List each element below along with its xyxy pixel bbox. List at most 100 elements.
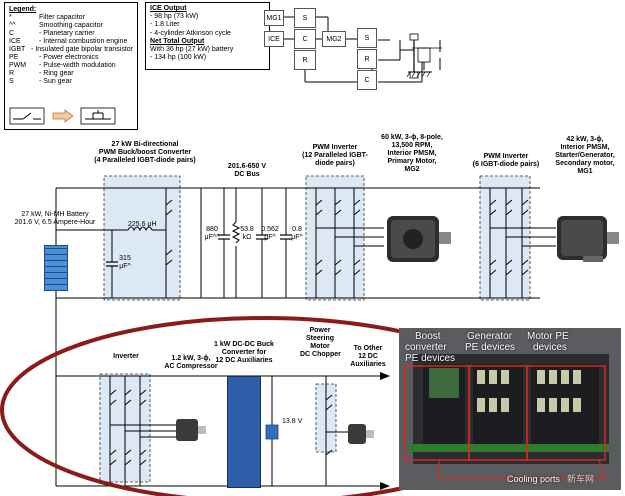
cap0562-line-0: 0.562 (261, 226, 279, 233)
cap0562-label: 0.562 μF^ (258, 226, 282, 242)
battery-label-line-1: 201.6 V, 6.5 Ampere-Hour (14, 219, 96, 226)
dcdc-converter-block (227, 376, 261, 488)
power-steering-label: Power Steering Motor DC Chopper (300, 327, 341, 359)
legend-key: IGBT (9, 46, 26, 53)
mg2-label: 60 kW, 3-ϕ, 8-pole, 13,500 RPM, Interior… (366, 134, 458, 174)
legend-key: PWM (9, 62, 27, 69)
gear-left-r: R (294, 50, 316, 70)
dc-bus-line-0: 201.6-650 V (227, 163, 267, 170)
mg1-line-3: Secondary motor, (555, 160, 615, 167)
legend-desc: - Pulse-width modulation (39, 62, 116, 69)
legend-item: *Filter capacitor (9, 14, 133, 22)
resistor-line-1: kΩ (242, 234, 252, 241)
mg2-gear-box: MG2 (322, 31, 346, 47)
resistor-label: 53.8 kΩ (236, 226, 258, 242)
cap315-label: 315 μF^ (116, 255, 134, 271)
mg2-line-3: Primary Motor, (387, 158, 437, 165)
mg1-line-2: Starter/Generator, (555, 152, 615, 159)
photo-label-devices: devices (533, 342, 567, 353)
mg2-gear-label: MG2 (326, 35, 342, 43)
legend-key: ^^ (9, 22, 16, 29)
inverter-label: Inverter (113, 353, 139, 360)
legend-key: ICE (9, 38, 21, 45)
legend-title: Legend: (9, 6, 37, 13)
battery-pack (44, 245, 68, 291)
gear-left-s: S (294, 8, 316, 28)
other-auxiliaries-label: To Other 12 DC Auxiliaries (346, 345, 390, 369)
buck-boost-line-1: PWM Buck/boost Converter (98, 149, 192, 156)
photo-label-motor-pe: Motor PE (527, 331, 569, 342)
ice-gear-box: ICE (264, 31, 284, 47)
ac-compressor-label: 1.2 kW, 3-ϕ, AC Compressor (156, 355, 226, 371)
mg1-line-1: Interior PMSM, (560, 144, 610, 151)
net-line-1: - 134 hp (100 kW) (150, 54, 207, 62)
pwm-inv1-line-0: PWM Inverter (312, 144, 358, 151)
battery-label: 27 kW, Ni-MH Battery 201.6 V, 6.5 Ampere… (2, 211, 108, 227)
pwm-inv2-line-1: (6 IGBT-diode pairs) (472, 161, 540, 168)
mg1-gear-box: MG1 (264, 10, 284, 26)
pe-module-photo: Boost converter PE devices Generator PE … (399, 328, 621, 490)
pwm-inverter-2-label: PWM Inverter (6 IGBT-diode pairs) (470, 153, 542, 169)
ps-line-0: Power (309, 327, 331, 334)
pe-module-photo-drawing (399, 328, 621, 490)
gear-right-c: C (357, 70, 377, 90)
legend-desc: - Planetary carrier (39, 30, 95, 37)
ice-output-title: ICE Output (150, 5, 187, 12)
legend-item: S - Sun gear (9, 78, 133, 86)
mg1-line-0: 42 kW, 3-ϕ, (566, 136, 604, 143)
cap880-line-0: 880 (206, 226, 218, 233)
legend-item: C - Planetary carrier (9, 30, 133, 38)
gear-right-c-label: C (364, 76, 370, 84)
legend-desc: Smoothing capacitor (39, 22, 103, 29)
mg2-motor-image (387, 216, 451, 262)
legend-desc: - Insulated gate bipolar transistor (31, 46, 133, 53)
ac-comp-line-1: AC Compressor (164, 363, 218, 370)
legend-key: * (9, 14, 12, 21)
gear-right-s: S (357, 28, 377, 48)
watermark: 新车网 (567, 474, 595, 484)
photo-label-boost: Boost (415, 331, 441, 342)
ps-line-2: Motor (310, 343, 330, 350)
legend-key: S (9, 78, 14, 85)
mg2-line-1: 13,500 RPM, (391, 142, 433, 149)
buck-boost-line-0: 27 kW Bi-directional (111, 141, 179, 148)
gear-left-r-label: R (302, 56, 308, 64)
ac-compressor-motor (176, 419, 206, 441)
net-line-0: With 36 hp (27 kW) battery (150, 46, 234, 54)
ice-line-0: - 98 hp (73 kW) (150, 13, 199, 21)
legend-item: PE- Power electronics (9, 54, 133, 62)
legend-item: ICE- Internal combustion engine (9, 38, 133, 46)
mg1-label: 42 kW, 3-ϕ, Interior PMSM, Starter/Gener… (546, 136, 624, 176)
gear-left-c: C (294, 29, 316, 49)
dcdc-label: 1 kW DC-DC Buck Converter for 12 DC Auxi… (212, 341, 276, 365)
gear-right-r: R (357, 49, 377, 69)
legend-desc: - Power electronics (39, 54, 99, 61)
pwm-inv1-line-2: diode pairs) (315, 160, 355, 167)
pwm-inv1-line-1: (12 Paralleled IGBT- (302, 152, 368, 159)
mg2-line-2: Interior PMSM, (387, 150, 437, 157)
ice-output-box: ICE Output - 98 hp (73 kW) - 1.8 Liter -… (145, 2, 270, 70)
gear-right-s-label: S (364, 34, 370, 42)
net-output-title: Net Total Output (150, 37, 205, 45)
dcdc-line-0: 1 kW DC-DC Buck (214, 341, 274, 348)
mg1-gear-label: MG1 (266, 14, 282, 22)
pwm-inverter-1-label: PWM Inverter (12 Paralleled IGBT- diode … (298, 144, 372, 168)
dcdc-line-2: 12 DC Auxiliaries (215, 357, 273, 364)
dcdc-line-1: Converter for (221, 349, 267, 356)
legend-switch-symbol (9, 107, 116, 125)
resistor-line-0: 53.8 (240, 226, 254, 233)
photo-label-converter: converter (405, 342, 447, 353)
gear-left-c-label: C (302, 35, 308, 43)
legend-box: Legend: *Filter capacitor^^ Smoothing cap… (4, 2, 138, 130)
legend-item: R- Ring gear (9, 70, 133, 78)
other-line-1: 12 DC (358, 353, 378, 360)
legend-desc: - Sun gear (39, 78, 72, 85)
legend-key: C (9, 30, 15, 37)
other-line-2: Auxiliaries (350, 361, 386, 368)
legend-item: ^^ Smoothing capacitor (9, 22, 133, 30)
mg1-line-4: MG1 (577, 168, 593, 175)
ps-line-1: Steering (305, 335, 334, 342)
mg1-motor-image (557, 216, 619, 262)
photo-label-pe-devices-1: PE devices (405, 353, 456, 364)
